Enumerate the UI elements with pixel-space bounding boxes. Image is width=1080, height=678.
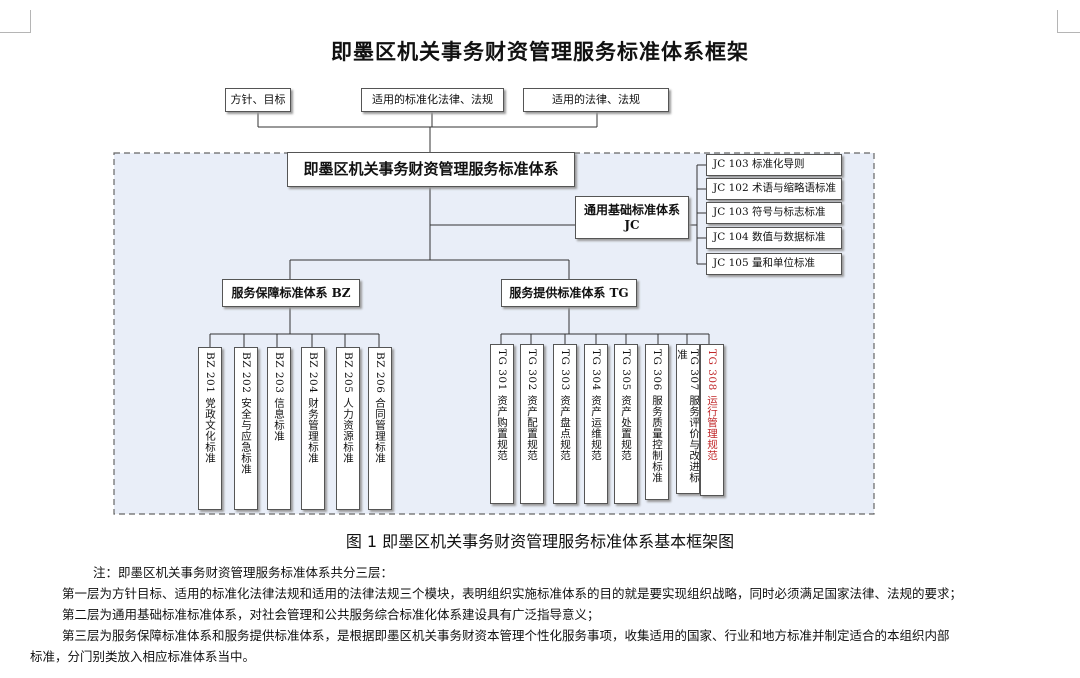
top-input-box: 适用的法律、法规 [523, 88, 669, 112]
foundation-name: 通用基础标准体系 [583, 202, 680, 217]
tg-item-label: TG 308 运行管理规范 [706, 349, 719, 461]
page-corner-mark [1057, 10, 1080, 33]
bz-item: BZ 206 合同管理标准 [368, 347, 392, 510]
tg-item: TG 301 资产购置规范 [490, 344, 514, 504]
bz-item-label: BZ 202 安全与应急标准 [240, 352, 253, 475]
top-input-box: 方针、目标 [225, 88, 291, 112]
note-intro: 注：即墨区机关事务财资管理服务标准体系共分三层： [93, 565, 394, 580]
top-input-box: 适用的标准化法律、法规 [361, 88, 504, 112]
page-corner-mark [0, 10, 31, 33]
bz-item-label: BZ 206 合同管理标准 [374, 352, 387, 464]
tg-item-label: TG 304 资产运维规范 [590, 349, 603, 461]
figure-caption: 图 1 即墨区机关事务财资管理服务标准体系基本框架图 [345, 532, 735, 551]
core-system-box: 即墨区机关事务财资管理服务标准体系 [287, 152, 575, 187]
bz-item: BZ 201 党政文化标准 [198, 347, 222, 510]
foundation-item: JC 103 标准化导则 [706, 154, 842, 176]
tg-header-box: 服务提供标准体系 TG [501, 279, 637, 307]
tg-item-label: TG 306 服务质量控制标准 [651, 349, 664, 483]
tg-item: TG 307 服务评价与改进标准 [676, 344, 700, 494]
bz-item-label: BZ 204 财务管理标准 [307, 352, 320, 464]
note-layer-3-cont: 标准，分门别类放入相应标准体系当中。 [30, 649, 256, 664]
bz-item-label: BZ 205 人力资源标准 [342, 352, 355, 464]
foundation-item: JC 105 量和单位标准 [706, 253, 842, 275]
tg-item: TG 302 资产配置规范 [520, 344, 544, 504]
note-layer-3: 第三层为服务保障标准体系和服务提供标准体系，是根据即墨区机关事务财资本管理个性化… [62, 628, 950, 643]
note-layer-2: 第二层为通用基础标准标准体系，对社会管理和公共服务综合标准化体系建设具有广泛指导… [62, 607, 600, 622]
tg-item: TG 306 服务质量控制标准 [645, 344, 669, 500]
bz-item: BZ 205 人力资源标准 [336, 347, 360, 510]
tg-item-label: TG 301 资产购置规范 [496, 349, 509, 461]
foundation-item: JC 102 术语与缩略语标准 [706, 178, 842, 200]
foundation-item: JC 104 数值与数据标准 [706, 227, 842, 249]
foundation-code: JC [624, 217, 640, 232]
bz-item-label: BZ 201 党政文化标准 [204, 352, 217, 464]
foundation-item: JC 103 符号与标志标准 [706, 202, 842, 224]
bz-item-label: BZ 203 信息标准 [273, 352, 286, 442]
page-title: 即墨区机关事务财资管理服务标准体系框架 [331, 40, 749, 64]
tg-item: TG 303 资产盘点规范 [553, 344, 577, 504]
tg-item-label: TG 307 服务评价与改进标准 [676, 349, 700, 483]
tg-item: TG 304 资产运维规范 [584, 344, 608, 504]
bz-item: BZ 204 财务管理标准 [301, 347, 325, 510]
tg-item-label: TG 303 资产盘点规范 [559, 349, 572, 461]
bz-item: BZ 202 安全与应急标准 [234, 347, 258, 510]
connector-lines [209, 112, 710, 347]
tg-item: TG 308 运行管理规范 [700, 344, 724, 496]
note-layer-1: 第一层为方针目标、适用的标准化法律法规和适用的法律法规三个模块，表明组织实施标准… [62, 586, 963, 601]
bz-item: BZ 203 信息标准 [267, 347, 291, 510]
tg-item-label: TG 305 资产处置规范 [620, 349, 633, 461]
tg-item: TG 305 资产处置规范 [614, 344, 638, 504]
tg-item-label: TG 302 资产配置规范 [526, 349, 539, 461]
bz-header-box: 服务保障标准体系 BZ [222, 279, 360, 307]
